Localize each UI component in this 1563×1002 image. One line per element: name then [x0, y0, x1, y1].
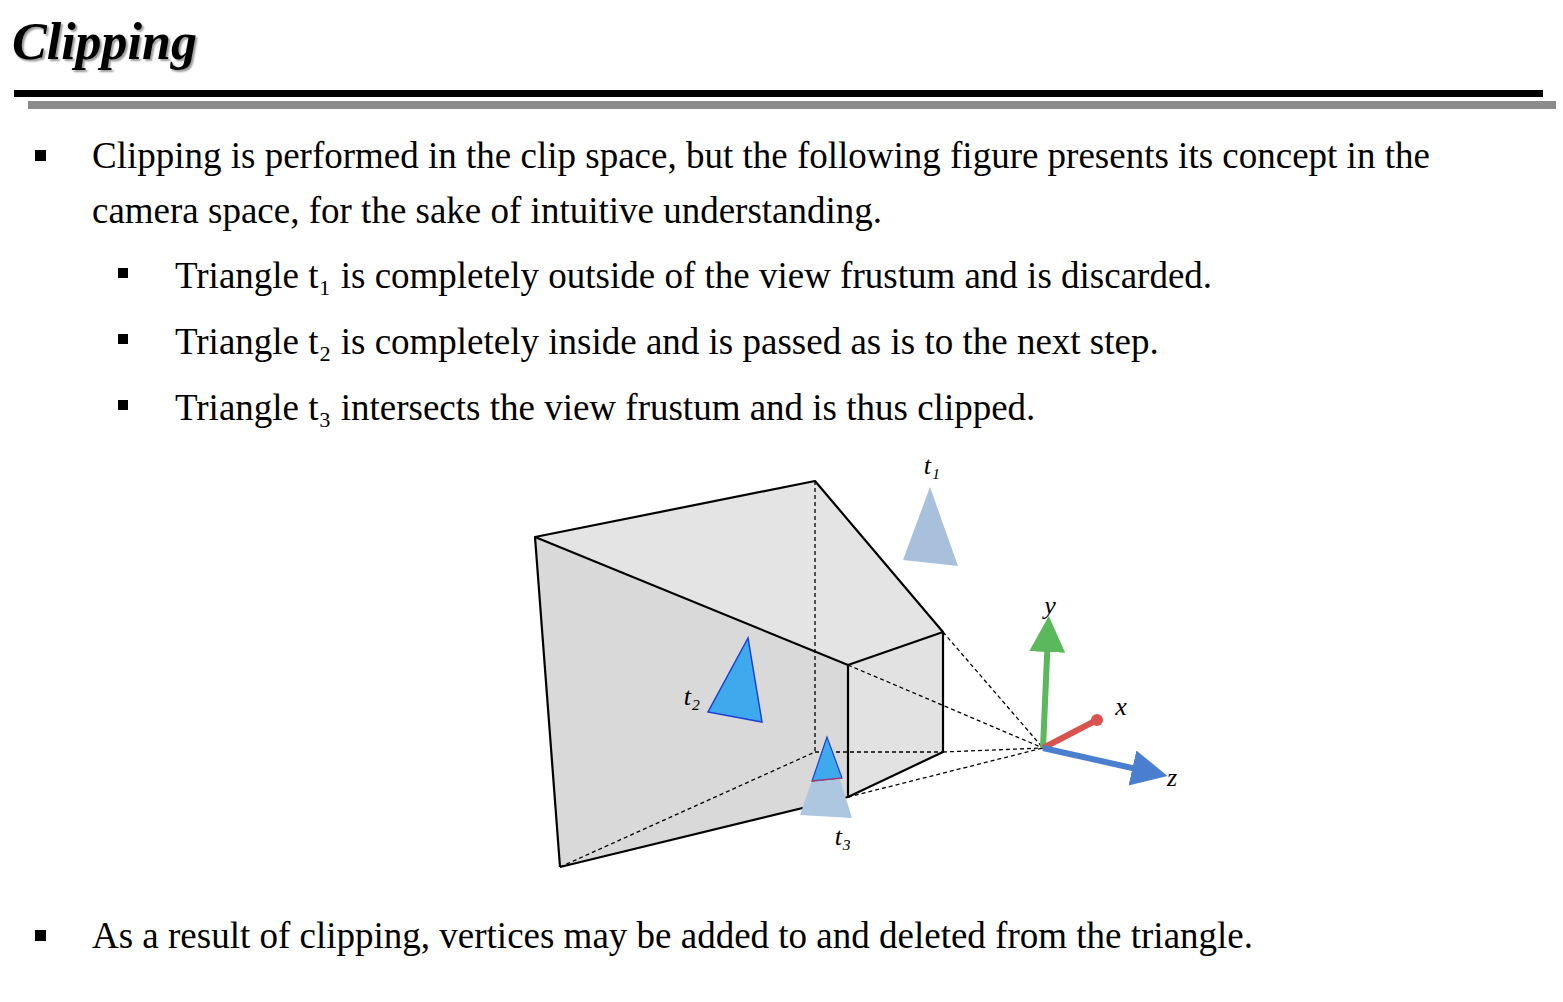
bullet [35, 930, 46, 941]
axis-label: y [1044, 593, 1056, 619]
sub-bullet-text: Triangle t₂ is completely inside and is … [175, 314, 1545, 369]
triangle-label: t₂ [684, 684, 700, 710]
camera-axes [1043, 634, 1150, 772]
triangle-clipped [800, 737, 852, 818]
triangle-label: t₃ [835, 824, 851, 850]
title-rule [14, 90, 1543, 97]
bullet [118, 334, 128, 344]
bullet [35, 150, 46, 161]
slide-title: Clipping [12, 12, 197, 71]
axis-label: x [1115, 694, 1127, 720]
axis-label: z [1167, 765, 1177, 791]
bullet-text: Clipping is performed in the clip space,… [92, 128, 1512, 238]
view-frustum [535, 481, 1043, 867]
sub-bullet-text: Triangle t₁ is completely outside of the… [175, 248, 1545, 303]
sub-bullet-text: Triangle t₃ intersects the view frustum … [175, 380, 1545, 435]
bullet [118, 268, 128, 278]
triangle-inside [708, 638, 762, 722]
triangle-label: t₁ [924, 453, 940, 479]
title-rule-shadow [28, 101, 1556, 109]
bullet [118, 400, 128, 410]
triangle-outside [903, 487, 958, 566]
bullet-text: As a result of clipping, vertices may be… [92, 908, 1552, 963]
